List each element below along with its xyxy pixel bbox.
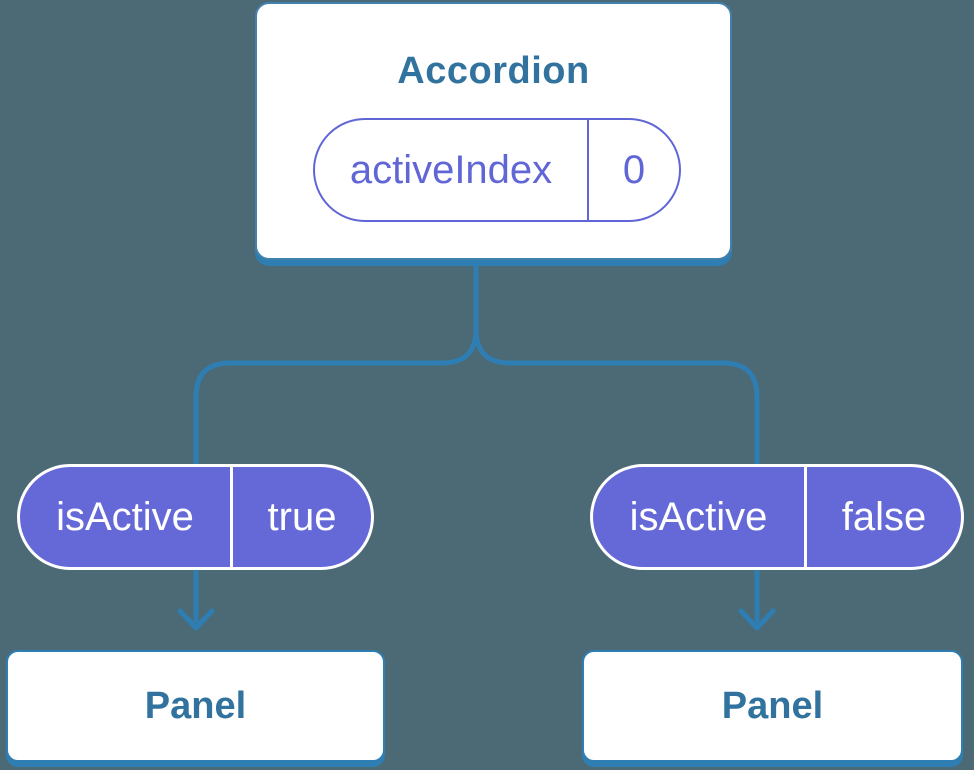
panel-component-box-right: Panel bbox=[582, 650, 963, 762]
prop-pill-left: isActive true bbox=[17, 464, 374, 570]
branch-line-left bbox=[193, 256, 479, 624]
state-name: activeIndex bbox=[315, 120, 589, 220]
component-title: Panel bbox=[144, 684, 247, 727]
prop-pill-right: isActive false bbox=[590, 464, 964, 570]
pill-divider bbox=[230, 467, 233, 567]
component-title: Panel bbox=[721, 684, 824, 727]
arrow-down-icon bbox=[738, 608, 776, 631]
prop-value: true bbox=[267, 494, 337, 539]
pill-divider bbox=[804, 467, 807, 567]
prop-value: false bbox=[841, 494, 927, 539]
state-pill: activeIndex 0 bbox=[313, 118, 681, 222]
arrow-down-icon bbox=[177, 608, 215, 631]
accordion-component-box: Accordion activeIndex 0 bbox=[255, 2, 732, 260]
panel-component-box-left: Panel bbox=[6, 650, 385, 762]
branch-line-right bbox=[473, 256, 760, 624]
component-title: Accordion bbox=[397, 50, 590, 92]
prop-name: isActive bbox=[56, 494, 194, 539]
state-value: 0 bbox=[622, 147, 646, 192]
prop-name: isActive bbox=[629, 494, 768, 539]
